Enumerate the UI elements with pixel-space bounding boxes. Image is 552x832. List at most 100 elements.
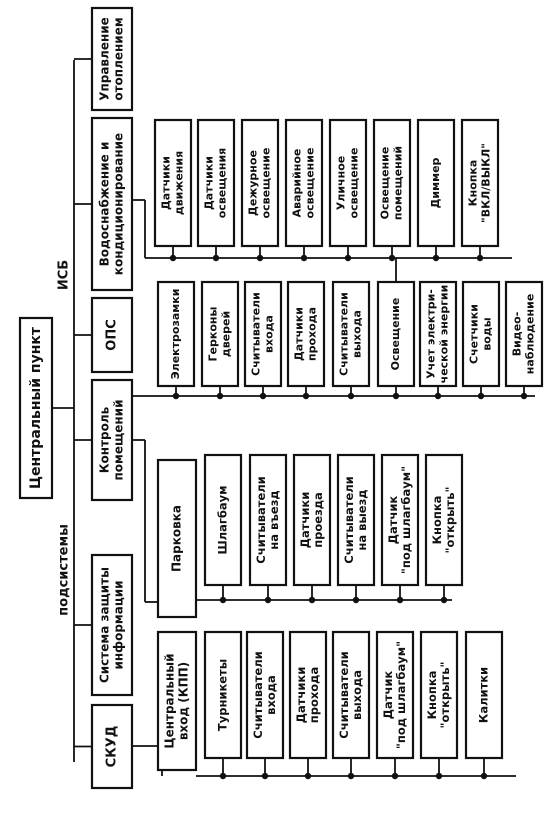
- entrance-title-box-text: вход (КПП): [176, 662, 190, 740]
- parking-item-box-label: Датчик"под шлагбаум": [386, 466, 413, 574]
- room-item-box-text: Освещение: [389, 298, 402, 371]
- lighting-item-box-text: Датчики: [203, 156, 216, 210]
- water-supply-box-frame: [90, 116, 134, 292]
- lighting-item-box-label: Кнопка"ВКЛ/ВЫКЛ": [467, 143, 493, 223]
- entrance-item-box-label: Калитки: [477, 667, 491, 723]
- junction-dot: [259, 392, 267, 400]
- entrance-item-box-frame: [419, 630, 459, 760]
- entrance-item-box-label: Датчик"под шлагбаум": [381, 641, 408, 749]
- room-item-box-text: прохода: [305, 307, 318, 361]
- entrance-item-box: Датчик"под шлагбаум": [375, 630, 415, 760]
- ops-box-label: ОПС: [105, 319, 120, 350]
- parking-item-box-frame: [336, 453, 376, 587]
- room-item-box-frame: [376, 280, 416, 388]
- room-item-box-label: Электрозамки: [169, 289, 182, 380]
- room-item-box-text: Видео-: [511, 312, 524, 357]
- parking-item-box-text: Датчики: [298, 492, 312, 548]
- junction-dot: [219, 772, 227, 780]
- junction-dot: [434, 392, 442, 400]
- central-point-box-text: Центральный пункт: [28, 326, 44, 489]
- parking-item-box-frame: [424, 453, 464, 587]
- central-point-box-label: Центральный пункт: [28, 326, 44, 489]
- parking-title-box: Парковка: [156, 458, 198, 619]
- junction-dot: [261, 772, 269, 780]
- heating-control-box-text: Управление: [98, 17, 112, 101]
- parking-item-box-text: Кнопка: [430, 496, 444, 545]
- ops-box-frame: [90, 296, 134, 374]
- parking-title-box-frame: [156, 458, 198, 619]
- entrance-item-box-text: "под шлагбаум": [394, 641, 408, 749]
- room-item-box-frame: [418, 280, 458, 388]
- junction-dot: [392, 392, 400, 400]
- ops-box: ОПС: [90, 296, 134, 374]
- parking-item-box-frame: [203, 453, 243, 587]
- lighting-item-box-label: Диммер: [429, 157, 442, 208]
- junction-dot: [476, 254, 484, 262]
- parking-item-box-text: Шлагбаум: [216, 485, 230, 554]
- lighting-item-box-text: Датчики: [160, 156, 173, 210]
- isb-caption-text: ИСБ: [57, 260, 72, 290]
- entrance-item-box-text: прохода: [307, 667, 321, 723]
- lighting-item-box-text: "ВКЛ/ВЫКЛ": [479, 143, 492, 223]
- central-point-box-frame: [18, 316, 54, 500]
- entrance-item-box: Калитки: [464, 630, 504, 760]
- room-item-box-label: Учет электри-ческой энергии: [425, 285, 451, 384]
- entrance-item-box-frame: [331, 630, 371, 760]
- junction-dot: [391, 772, 399, 780]
- lighting-item-box: Кнопка"ВКЛ/ВЫКЛ": [460, 118, 500, 248]
- entrance-item-box-frame: [375, 630, 415, 760]
- lighting-item-box-text: освещение: [259, 148, 272, 219]
- junction-dot: [352, 596, 360, 604]
- ops-box-text: ОПС: [105, 319, 120, 350]
- entrance-item-box-frame: [203, 630, 243, 760]
- parking-item-box: Кнопка"открыть": [424, 453, 464, 587]
- entrance-item-box-label: Турникеты: [216, 659, 230, 731]
- lighting-item-box-frame: [153, 118, 193, 248]
- parking-item-box-text: "под шлагбаум": [399, 466, 413, 574]
- entrance-item-box-text: Считыватели: [251, 651, 265, 738]
- entrance-item-box: Кнопка"открыть": [419, 630, 459, 760]
- lighting-item-box-text: освещение: [347, 148, 360, 219]
- parking-item-box-frame: [248, 453, 288, 587]
- entrance-item-box: Турникеты: [203, 630, 243, 760]
- room-item-box-text: выхода: [350, 310, 363, 358]
- entrance-item-box-frame: [288, 630, 328, 760]
- junction-dot: [520, 392, 528, 400]
- room-item-box: Электрозамки: [156, 280, 196, 388]
- junction-dot: [256, 254, 264, 262]
- lighting-item-box-frame: [460, 118, 500, 248]
- entrance-item-box-text: "открыть": [438, 662, 452, 729]
- room-item-box-label: Освещение: [389, 298, 402, 371]
- skud-box-label: СКУД: [105, 726, 120, 768]
- room-item-box-text: входа: [262, 315, 275, 353]
- info-security-box-frame: [90, 553, 134, 697]
- junction-dot: [216, 392, 224, 400]
- junction-dot: [432, 254, 440, 262]
- junction-dot: [304, 772, 312, 780]
- room-item-box-text: ческой энергии: [437, 285, 450, 384]
- room-item-box-text: Электрозамки: [169, 289, 182, 380]
- room-item-box: Освещение: [376, 280, 416, 388]
- parking-item-box-frame: [292, 453, 332, 587]
- junction-dot: [347, 772, 355, 780]
- lighting-item-box-frame: [284, 118, 324, 248]
